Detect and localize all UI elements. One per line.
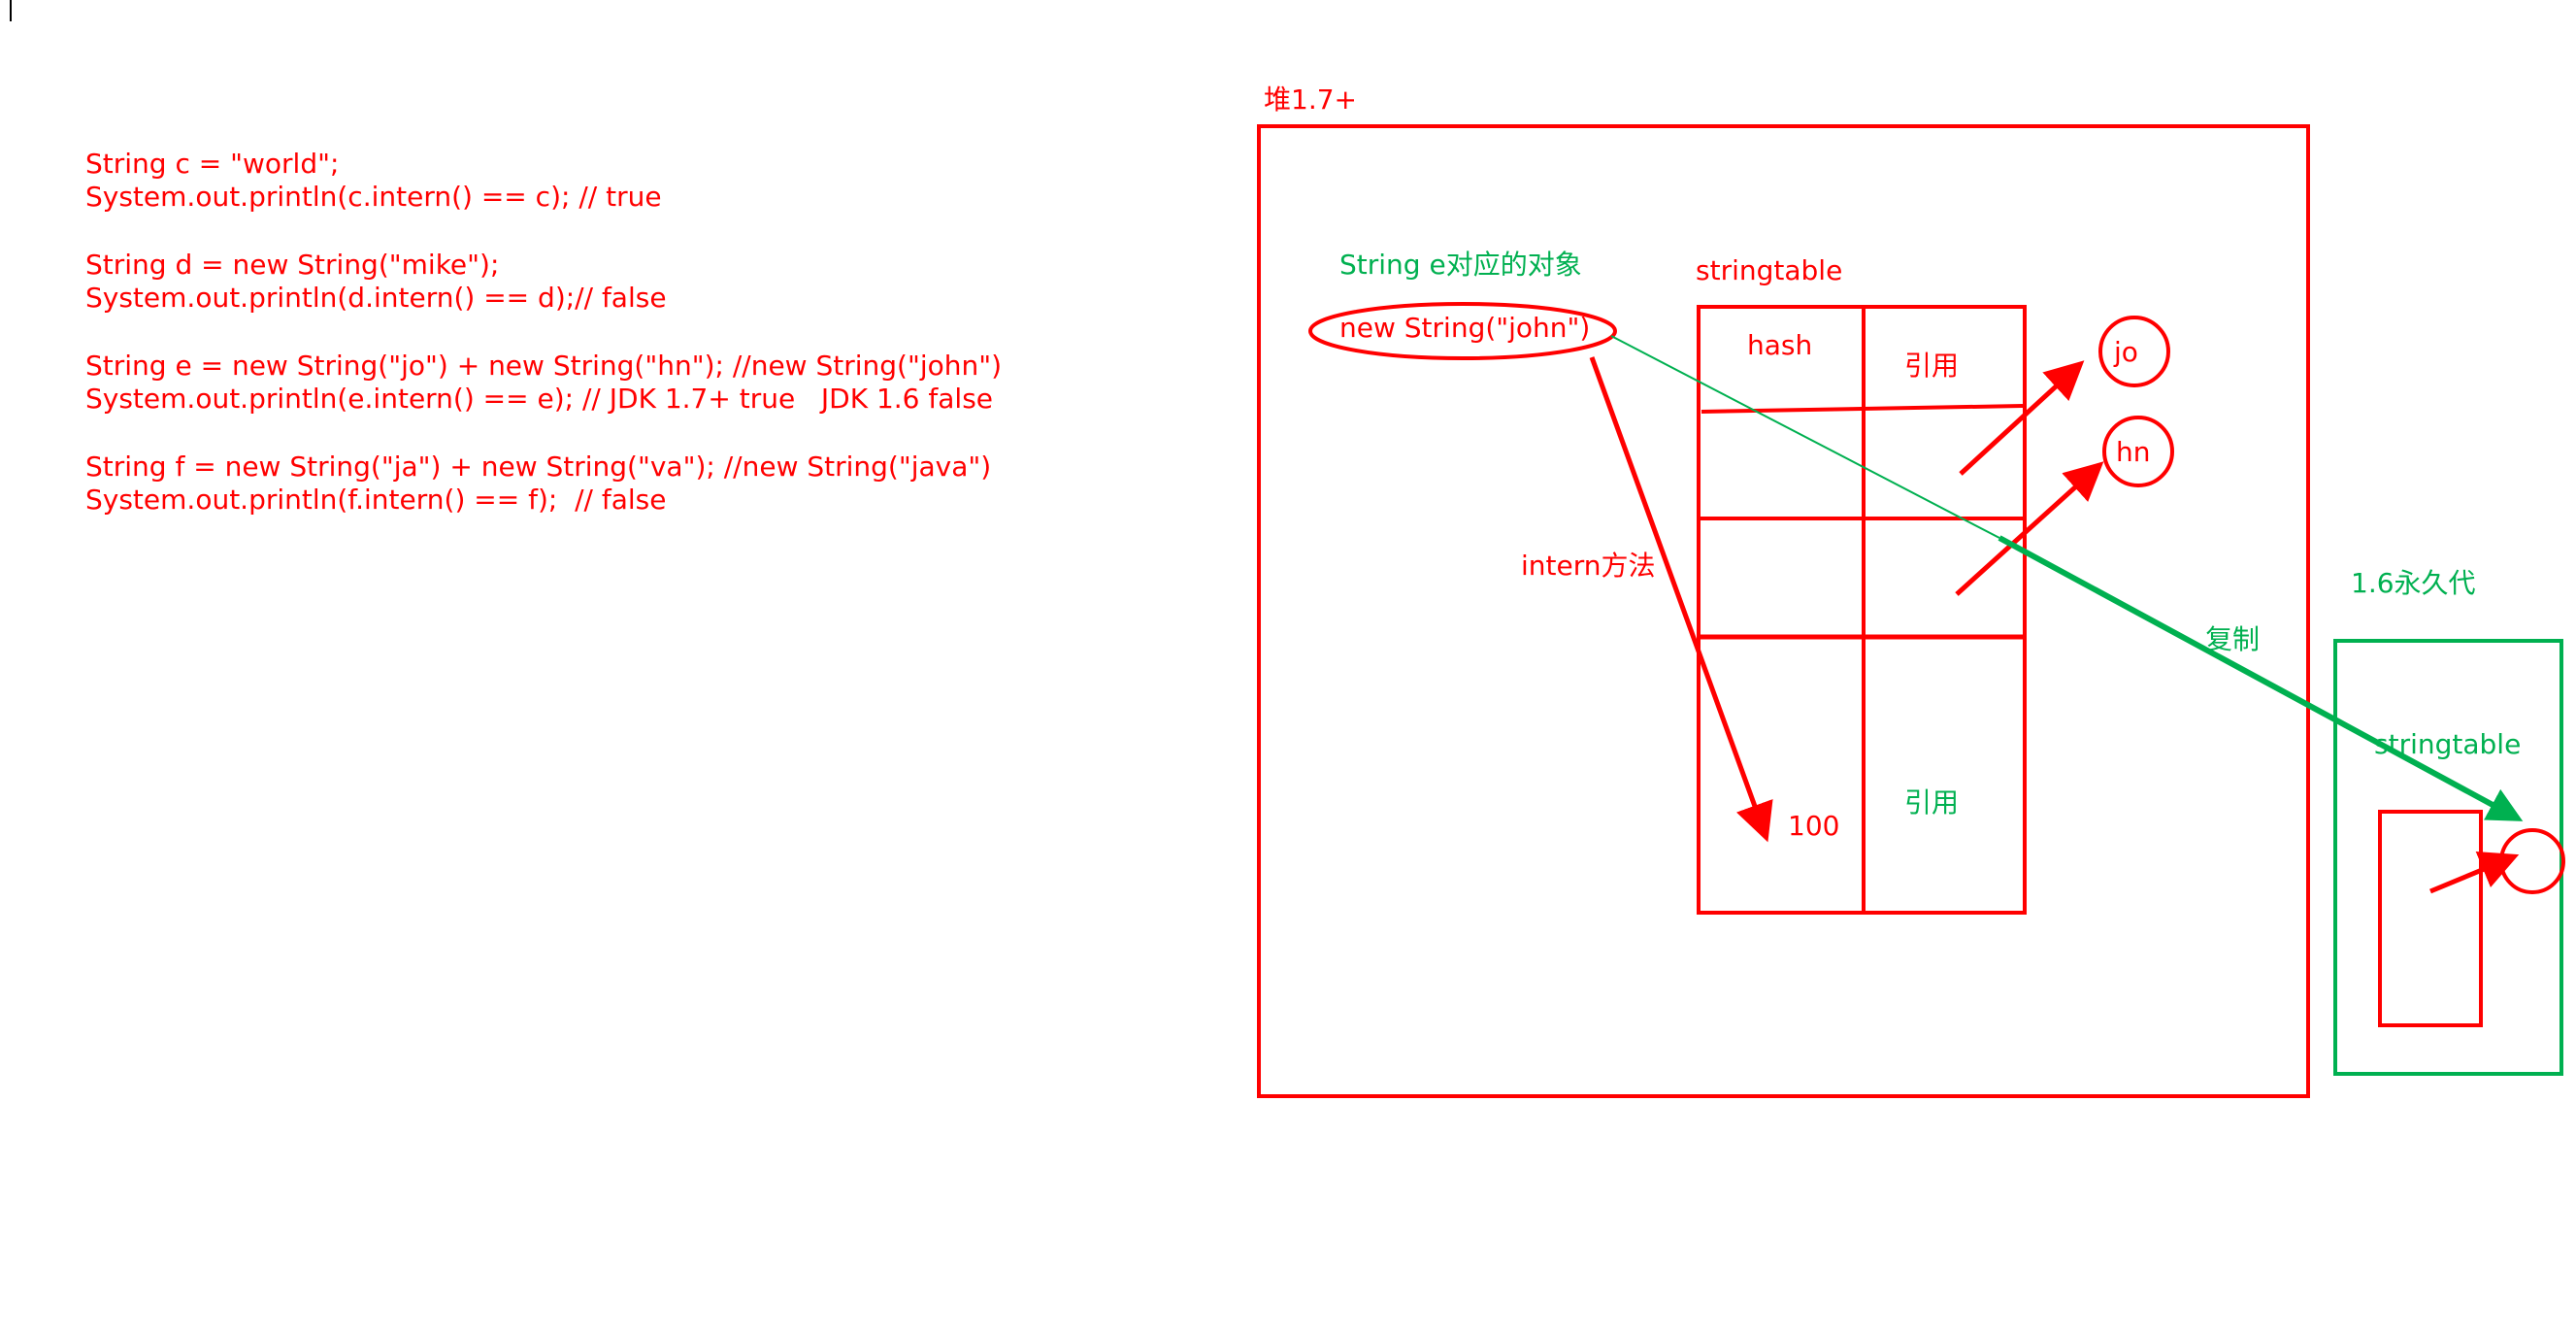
ref-lower-label: 引用 bbox=[1904, 786, 1959, 818]
copy-label: 复制 bbox=[2205, 623, 2260, 655]
code-line: String d = new String("mike"); bbox=[85, 249, 500, 281]
heap-label: 堆1.7+ bbox=[1264, 84, 1357, 116]
code-line: System.out.println(d.intern() == d);// f… bbox=[85, 282, 667, 314]
node-hn-label: hn bbox=[2116, 436, 2151, 468]
intern-arrow bbox=[1589, 356, 1773, 843]
permgen-box bbox=[2333, 639, 2563, 1076]
code-group-d: String d = new String("mike"); System.ou… bbox=[85, 249, 1002, 315]
permgen-ref-arrow bbox=[2429, 852, 2520, 894]
code-block: String c = "world"; System.out.println(c… bbox=[85, 148, 1002, 517]
text-cursor bbox=[10, 0, 12, 21]
object-value: new String("john") bbox=[1339, 312, 1590, 344]
object-caption: String e对应的对象 bbox=[1339, 249, 1582, 281]
stringtable-label: stringtable bbox=[1696, 254, 1842, 286]
code-line: String e = new String("jo") + new String… bbox=[85, 350, 1003, 382]
code-line: System.out.println(e.intern() == e); // … bbox=[85, 383, 994, 415]
copy-arrow-thin bbox=[1610, 335, 2000, 539]
ref-arrow-jo bbox=[1959, 360, 2085, 476]
code-group-f: String f = new String("ja") + new String… bbox=[85, 451, 1002, 517]
heap-box bbox=[1257, 124, 2310, 1098]
object-ellipse bbox=[1308, 302, 1617, 360]
node-jo-label: jo bbox=[2113, 336, 2138, 368]
node-hn-circle bbox=[2102, 416, 2174, 487]
intern-label: intern方法 bbox=[1521, 550, 1656, 582]
code-line: String f = new String("ja") + new String… bbox=[85, 451, 992, 483]
column-hash-label: hash bbox=[1747, 329, 1812, 361]
code-line: String c = "world"; bbox=[85, 148, 340, 180]
ref-arrow-hn bbox=[1955, 461, 2104, 596]
code-group-e: String e = new String("jo") + new String… bbox=[85, 350, 1002, 416]
permgen-string-circle bbox=[2499, 828, 2565, 894]
column-ref-label: 引用 bbox=[1904, 350, 1959, 382]
code-line: System.out.println(f.intern() == f); // … bbox=[85, 484, 667, 516]
permgen-stringtable-box bbox=[2378, 810, 2483, 1027]
copy-arrow-thick bbox=[1998, 535, 2524, 821]
node-jo-circle bbox=[2098, 316, 2170, 387]
code-group-c: String c = "world"; System.out.println(c… bbox=[85, 148, 1002, 214]
value-100-label: 100 bbox=[1788, 810, 1839, 842]
permgen-label: 1.6永久代 bbox=[2351, 567, 2476, 599]
code-line: System.out.println(c.intern() == c); // … bbox=[85, 181, 662, 213]
